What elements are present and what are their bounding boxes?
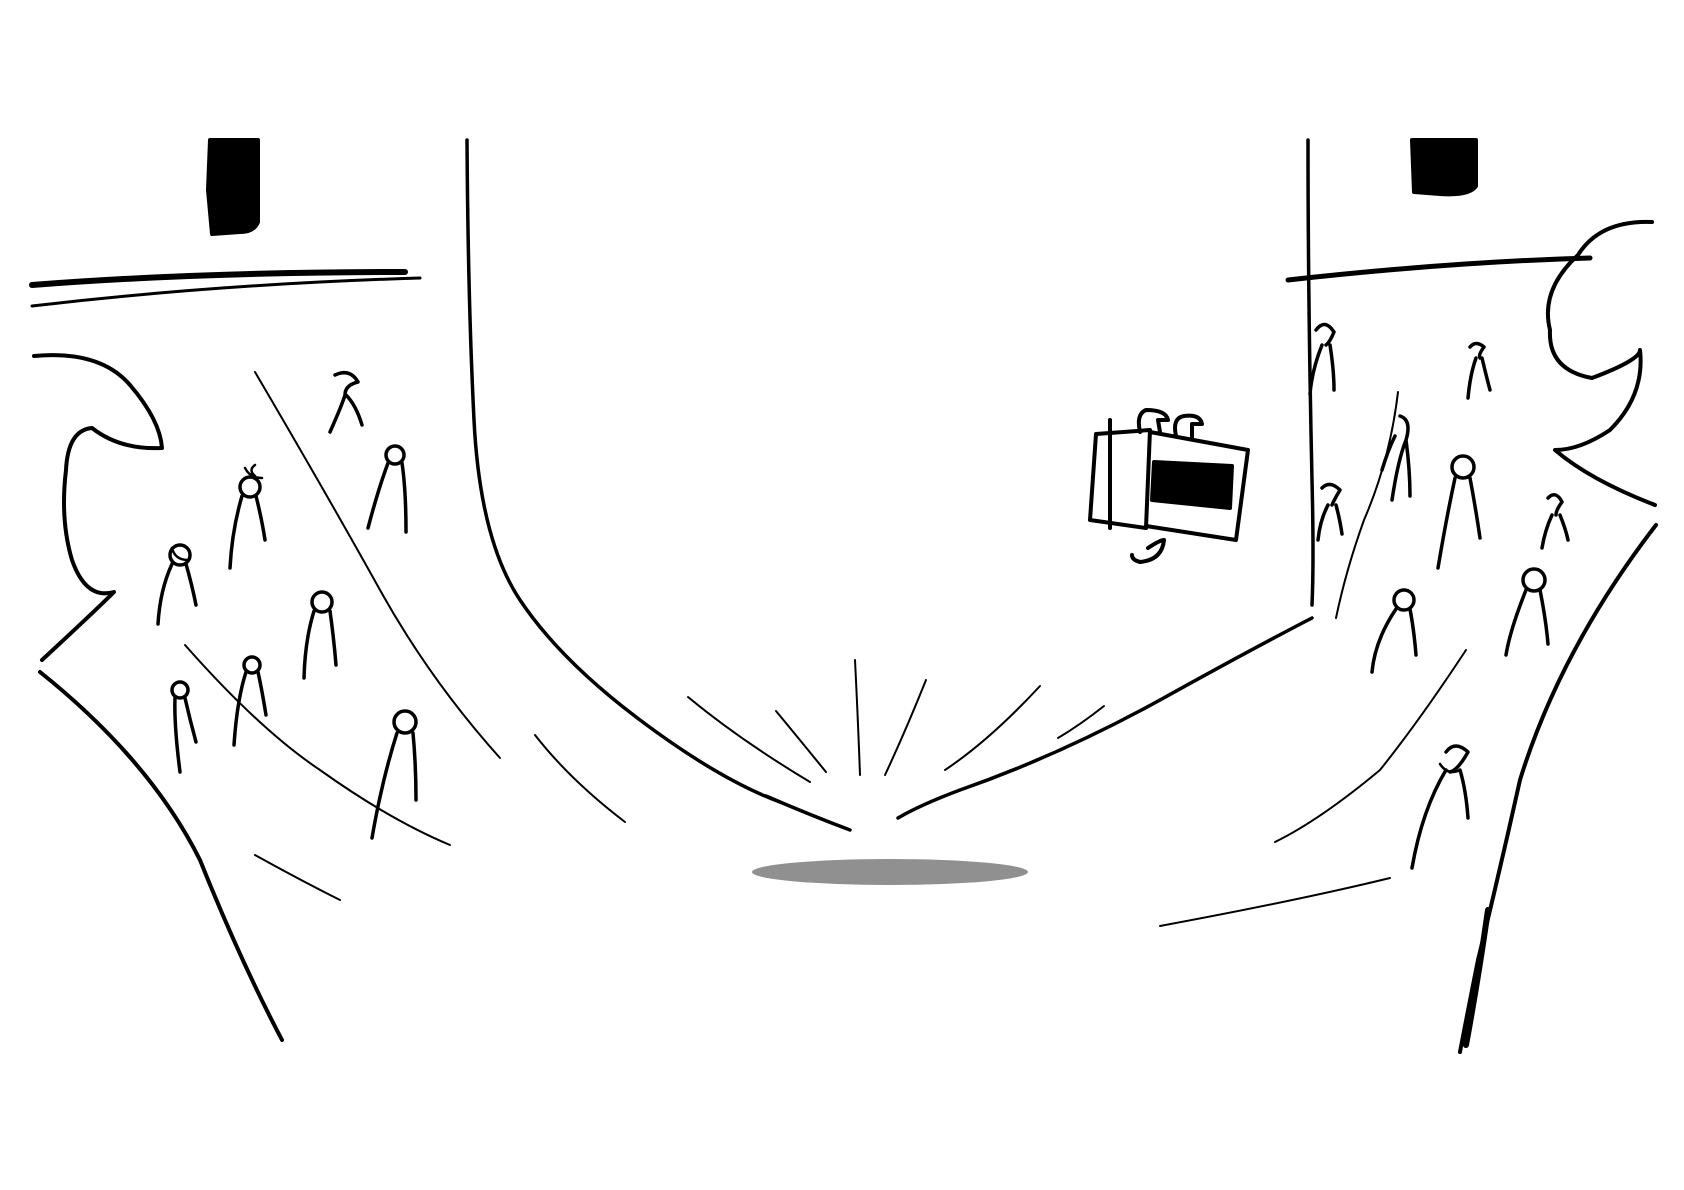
spectator	[1308, 322, 1570, 870]
stand-sweep-left-3	[254, 854, 341, 901]
stand-sweep-left-4	[534, 734, 626, 823]
ground-shadow	[752, 859, 1028, 885]
left-floor-lip	[764, 794, 852, 832]
stand-sweep-right-3	[1159, 877, 1391, 927]
stand-sweep-left-1	[254, 371, 501, 759]
balcony-line-left	[29, 269, 408, 288]
left-wall-lower	[38, 670, 284, 1042]
stand-sweep-right-1	[1335, 391, 1399, 619]
scoreboard-left	[206, 138, 260, 236]
right-pillar-edge	[1306, 138, 1315, 607]
arena-floor-curve	[465, 138, 1315, 832]
stand-sweep-left-2	[184, 644, 451, 846]
camera-screen	[1150, 460, 1234, 510]
stand-sweep-right-2	[1274, 649, 1467, 843]
stands-left	[29, 138, 626, 1042]
left-wall-contour	[32, 353, 164, 662]
balcony-line-right	[1285, 255, 1593, 283]
right-wall-lower-thick	[1463, 907, 1491, 1048]
scoreboard-right	[1410, 138, 1478, 197]
spectator	[156, 370, 418, 840]
left-pillar-edge	[465, 138, 782, 804]
right-wall-lower	[1458, 523, 1658, 1054]
impact-lines	[687, 659, 1105, 783]
right-wall-contour	[1545, 219, 1657, 507]
stands-right	[1088, 138, 1658, 1054]
balcony-line-left-lower	[30, 276, 422, 308]
right-floor-curve	[896, 616, 1314, 820]
tv-camera	[1088, 408, 1250, 564]
